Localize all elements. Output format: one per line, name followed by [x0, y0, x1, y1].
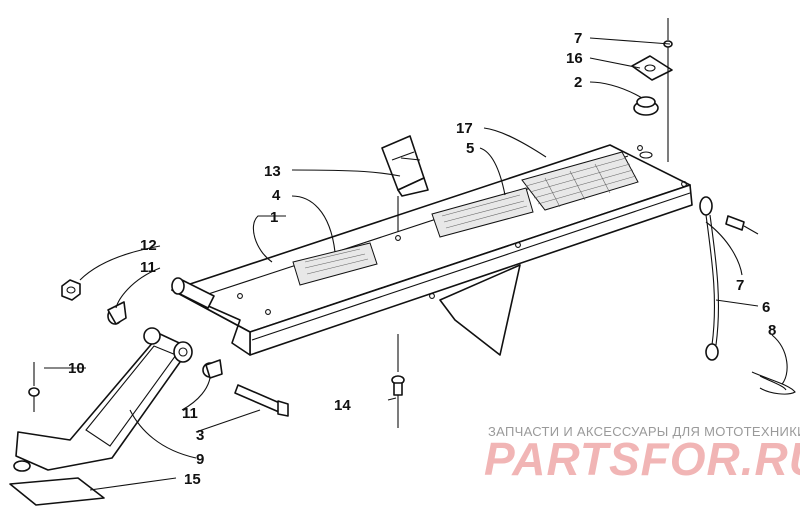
- hole-marker: [639, 151, 653, 159]
- callout-15: 15: [184, 471, 201, 488]
- callout-10: 10: [68, 360, 85, 377]
- pin-right: [725, 215, 759, 235]
- bolt: [234, 384, 289, 417]
- callout-6: 6: [762, 299, 770, 316]
- rivet-washer: [13, 460, 31, 472]
- nut: [61, 279, 81, 301]
- rivet-bottom: [391, 334, 405, 428]
- callout-17: 17: [456, 120, 473, 137]
- bushing-upper: [107, 301, 127, 325]
- decal-warning-left: [292, 242, 378, 286]
- leader-lines: [44, 37, 788, 491]
- callout-7-right: 7: [736, 277, 744, 294]
- callout-16: 16: [566, 50, 583, 67]
- callout-4: 4: [272, 187, 281, 204]
- callout-2: 2: [574, 74, 582, 91]
- washer-top: [631, 55, 673, 81]
- callout-3: 3: [196, 427, 204, 444]
- callout-7-top: 7: [574, 30, 582, 47]
- decal-grid-chart: [521, 151, 639, 211]
- base-plate: [9, 477, 105, 506]
- strap: [699, 196, 719, 361]
- callout-1: 1: [270, 209, 278, 226]
- rivet-left: [28, 362, 40, 412]
- bushing-lower: [202, 359, 223, 379]
- pin-top: [663, 18, 673, 162]
- callout-14: 14: [334, 397, 351, 414]
- callout-11-upper: 11: [140, 259, 156, 276]
- watermark-caption: ЗАПЧАСТИ И АКСЕССУАРЫ ДЛЯ МОТОТЕХНИКИ: [488, 424, 800, 439]
- callout-12: 12: [140, 237, 157, 254]
- callout-labels: 1 2 3 4 5 6 7 7 8 9 10 11 11 12 13 14 15…: [68, 30, 776, 488]
- callout-9: 9: [196, 451, 204, 468]
- hinge-bracket: [15, 327, 193, 471]
- bumper-tube: [171, 277, 215, 309]
- grommet: [633, 96, 659, 116]
- watermark-logo: PARTSFOR.RU: [484, 433, 800, 485]
- callout-11-lower: 11: [182, 405, 198, 422]
- clip-bracket: [381, 135, 429, 197]
- callout-5: 5: [466, 140, 474, 157]
- decal-warning-center: [431, 187, 534, 238]
- callout-13: 13: [264, 163, 281, 180]
- hairpin-clip: [751, 371, 796, 395]
- callout-8: 8: [768, 322, 776, 339]
